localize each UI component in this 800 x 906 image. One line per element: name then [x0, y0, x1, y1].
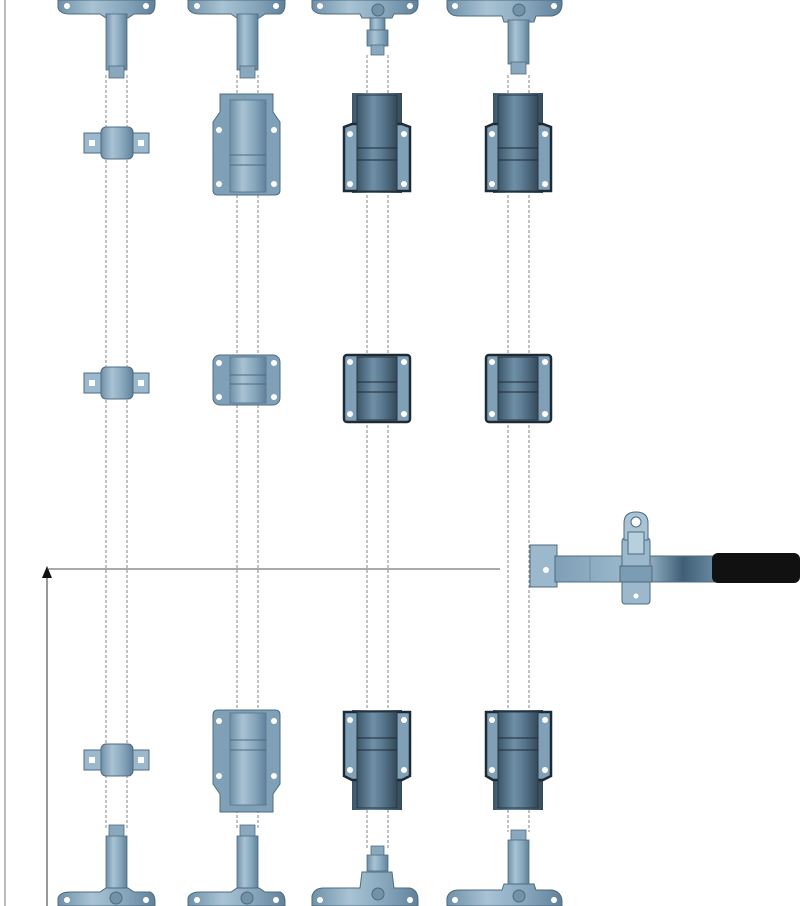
plate-guide-upper	[212, 93, 281, 196]
rod-segment	[507, 839, 530, 885]
bottom-cam-base	[446, 883, 563, 906]
rod-segment	[236, 13, 259, 71]
rod-tip	[239, 65, 256, 79]
rod-tip	[370, 845, 385, 857]
rod-assembly-2	[187, 0, 286, 906]
rod-guide-lines	[105, 55, 530, 848]
rod-tip	[108, 824, 125, 838]
handle-grip	[712, 553, 800, 583]
top-cam-base	[187, 0, 286, 19]
framed-guide-lower	[342, 710, 412, 810]
rod-tip	[108, 65, 125, 79]
framed-guide-middle	[342, 353, 412, 424]
plate-guide-middle	[212, 354, 281, 406]
framed-guide-upper	[484, 93, 553, 193]
framed-guide-upper	[342, 93, 412, 193]
padlock-tab	[623, 511, 649, 555]
height-indicator	[42, 566, 500, 906]
rod-segment	[366, 29, 389, 47]
framed-guide-middle	[484, 353, 553, 424]
top-cam-base	[311, 0, 419, 19]
rod-segment	[507, 19, 530, 65]
rod-assembly-1	[57, 0, 156, 906]
bottom-cam-base	[57, 887, 156, 906]
handle-hinge-mount	[529, 544, 558, 588]
strap-guide-middle	[83, 366, 150, 400]
bottom-cam-base	[187, 887, 286, 906]
rod-tip	[510, 61, 527, 75]
top-cam-base	[446, 0, 563, 23]
rod-assembly-3	[311, 0, 419, 906]
up-arrow-icon	[42, 566, 52, 578]
rod-segment	[366, 854, 389, 872]
rod-tip	[239, 824, 256, 838]
rod-segment	[105, 835, 128, 893]
bottom-cam-base	[311, 871, 419, 906]
rod-tip	[370, 44, 385, 56]
rod-segment	[105, 13, 128, 71]
plate-guide-lower	[212, 709, 281, 813]
strap-guide-lower	[83, 743, 150, 777]
framed-guide-lower	[484, 710, 553, 810]
cam-lock-handle	[529, 511, 800, 605]
rod-segment	[236, 835, 259, 893]
rod-segment	[369, 17, 386, 31]
top-cam-base	[57, 0, 156, 19]
rod-assembly-4	[446, 0, 563, 906]
strap-guide-upper	[83, 126, 150, 160]
